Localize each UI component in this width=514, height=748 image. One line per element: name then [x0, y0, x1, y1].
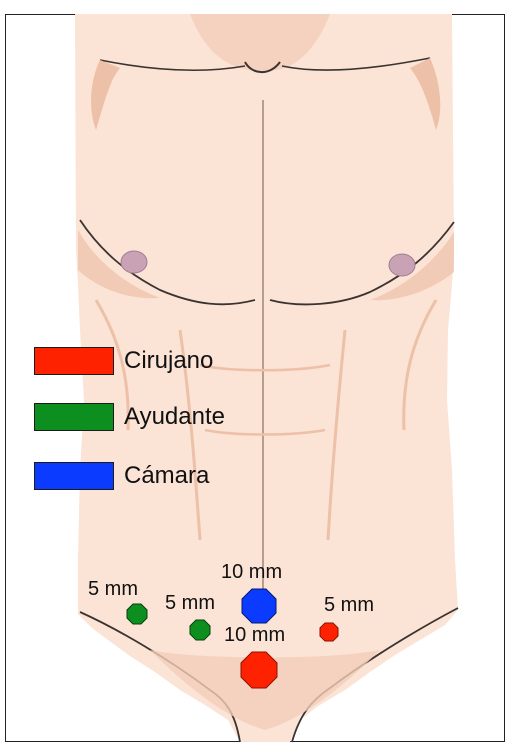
port-label-surgeon-right: 5 mm	[324, 594, 374, 616]
port-label-assistant-center: 5 mm	[165, 592, 215, 614]
port-surgeon-lower	[241, 652, 277, 688]
port-surgeon-right	[320, 623, 338, 641]
port-assistant-left	[127, 604, 147, 624]
port-camera	[242, 589, 276, 623]
port-label-camera: 10 mm	[221, 561, 282, 583]
port-label-assistant-left: 5 mm	[88, 578, 138, 600]
port-label-surgeon-lower: 10 mm	[224, 624, 285, 646]
port-assistant-center	[190, 620, 210, 640]
